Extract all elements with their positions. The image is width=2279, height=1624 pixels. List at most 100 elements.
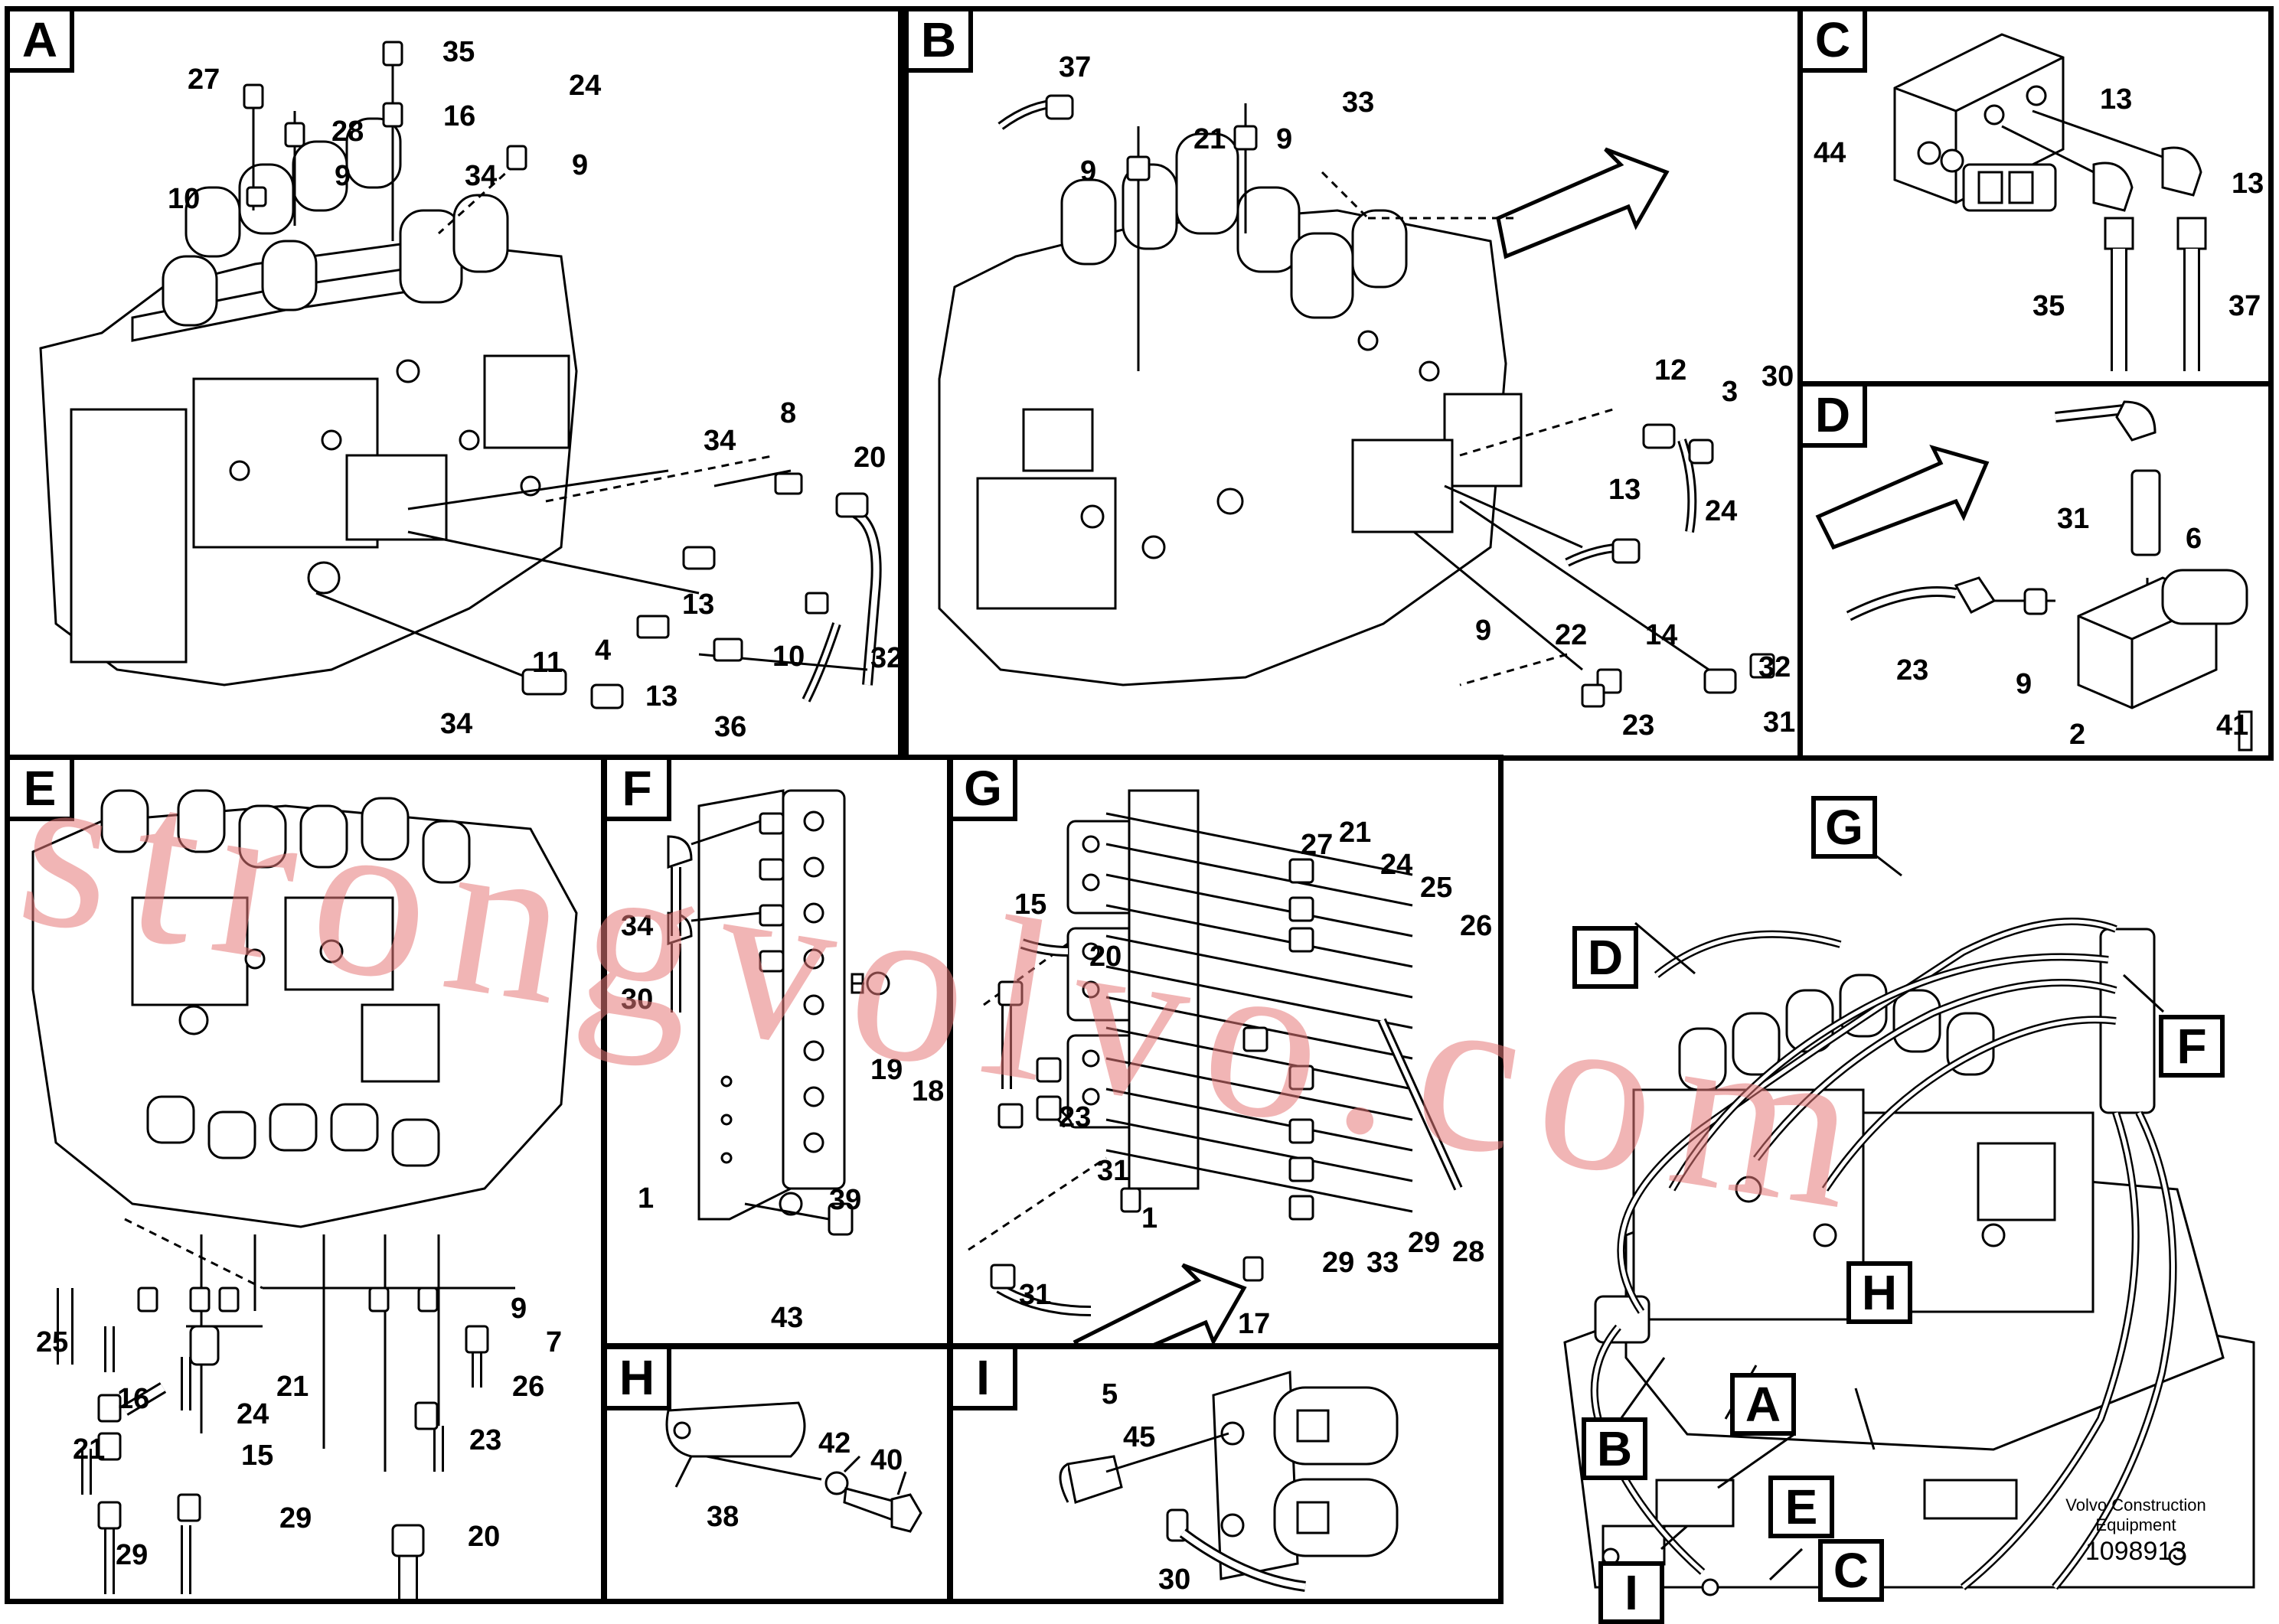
callout: 28 <box>1452 1236 1485 1268</box>
panel-a: A 27 35 24 28 16 10 9 34 9 8 20 34 13 11… <box>5 6 903 761</box>
callout: 35 <box>2032 290 2065 322</box>
callout: 25 <box>36 1326 69 1358</box>
overview-key-g: G <box>1811 796 1877 859</box>
callout: 25 <box>1420 872 1453 904</box>
callout: 33 <box>1342 86 1375 119</box>
callout: 13 <box>1608 474 1641 506</box>
callout: 17 <box>1238 1308 1271 1340</box>
callout: 4 <box>595 634 612 667</box>
overview-key-i: I <box>1598 1561 1664 1624</box>
callout: 9 <box>335 160 351 192</box>
callout: 8 <box>780 397 797 429</box>
panel-a-label: A <box>10 11 74 73</box>
callout: 13 <box>2232 168 2264 200</box>
panel-f: F 34 30 19 18 1 39 43 <box>602 755 952 1348</box>
callout: 31 <box>2057 503 2090 535</box>
callout: 3 <box>1722 376 1739 408</box>
callout: 31 <box>1097 1155 1130 1187</box>
company-name-line2: Equipment <box>2095 1515 2176 1534</box>
callout: 15 <box>1014 889 1047 921</box>
callout: 35 <box>442 36 475 68</box>
callout: 12 <box>1654 354 1687 386</box>
panel-i: I 5 45 30 <box>948 1344 1504 1604</box>
callout: 29 <box>1322 1247 1355 1279</box>
callout: 20 <box>1089 941 1122 973</box>
panel-d: D 31 6 23 9 2 41 <box>1797 381 2274 761</box>
overview-key-e: E <box>1768 1476 1834 1538</box>
callout: 27 <box>188 64 220 96</box>
panel-d-label: D <box>1803 386 1867 448</box>
panel-a-drawing <box>39 41 882 709</box>
callout: 1 <box>1141 1202 1158 1234</box>
callout: 32 <box>870 642 903 674</box>
panel-c-label: C <box>1803 11 1867 73</box>
panel-h: H 42 40 38 <box>602 1344 952 1604</box>
callout: 19 <box>870 1054 903 1086</box>
callout: 38 <box>707 1501 740 1533</box>
callout: 24 <box>569 70 602 102</box>
panel-h-drawing <box>665 1401 922 1533</box>
footer-block: Volvo Construction Equipment 1098913 <box>2021 1495 2251 1567</box>
panel-d-drawing <box>1815 400 2253 752</box>
panel-c: C 13 44 13 35 37 <box>1797 6 2274 387</box>
callout: 1 <box>638 1182 655 1215</box>
callout: 23 <box>1896 654 1929 686</box>
overview-key-d: D <box>1572 926 1638 989</box>
callout: 36 <box>714 711 747 743</box>
callout: 21 <box>1339 817 1372 849</box>
callout: 16 <box>443 100 476 132</box>
callout: 23 <box>469 1424 502 1456</box>
overview-area: G D F B A H E I C Volvo Construction Equ… <box>1504 761 2274 1624</box>
panel-e-label: E <box>10 760 74 821</box>
callout: 26 <box>512 1371 545 1403</box>
panel-g-label: G <box>953 760 1017 821</box>
callout: 9 <box>2016 668 2032 700</box>
callout: 31 <box>1019 1279 1052 1311</box>
panel-f-label: F <box>607 760 671 821</box>
callout: 45 <box>1123 1421 1156 1453</box>
panel-h-label: H <box>607 1349 671 1410</box>
callout: 41 <box>2216 709 2249 742</box>
panel-i-label: I <box>953 1349 1017 1410</box>
callout: 30 <box>1158 1564 1191 1596</box>
panel-c-drawing <box>1893 33 2207 371</box>
callout: 18 <box>912 1075 945 1107</box>
overview-key-a: A <box>1730 1373 1796 1436</box>
callout: 29 <box>279 1502 312 1534</box>
panel-g-drawing <box>968 789 1463 1343</box>
callout: 6 <box>2186 523 2202 555</box>
callout: 20 <box>468 1521 501 1553</box>
panel-f-drawing <box>667 789 890 1236</box>
callout: 2 <box>2069 719 2086 751</box>
callout: 43 <box>771 1302 804 1334</box>
callout: 34 <box>465 160 498 192</box>
panel-b-label: B <box>909 11 973 73</box>
callout: 27 <box>1301 829 1334 861</box>
callout: 37 <box>1059 51 1092 83</box>
callout: 28 <box>331 116 364 148</box>
callout: 30 <box>621 983 654 1016</box>
drawing-number: 1098913 <box>2085 1537 2187 1566</box>
callout: 23 <box>1622 709 1655 742</box>
callout: 24 <box>237 1398 269 1430</box>
callout: 22 <box>1555 619 1588 651</box>
overview-key-c-visible: C <box>1818 1539 1884 1602</box>
callout: 15 <box>241 1440 274 1472</box>
callout: 37 <box>2228 290 2261 322</box>
callout: 34 <box>621 910 654 942</box>
company-name: Volvo Construction <box>2065 1495 2206 1515</box>
callout: 40 <box>870 1444 903 1476</box>
callout: 10 <box>168 183 201 215</box>
callout: 29 <box>116 1539 149 1571</box>
callout: 39 <box>829 1184 862 1216</box>
overview-key-b: B <box>1582 1417 1647 1480</box>
callout: 34 <box>704 425 736 457</box>
callout: 10 <box>772 641 805 673</box>
callout: 5 <box>1102 1378 1118 1410</box>
callout: 24 <box>1380 849 1413 881</box>
panel-g: G 15 20 27 21 24 25 26 23 31 1 29 33 29 … <box>948 755 1504 1348</box>
callout: 26 <box>1460 910 1493 942</box>
callout: 21 <box>73 1433 106 1466</box>
callout: 20 <box>854 442 886 474</box>
